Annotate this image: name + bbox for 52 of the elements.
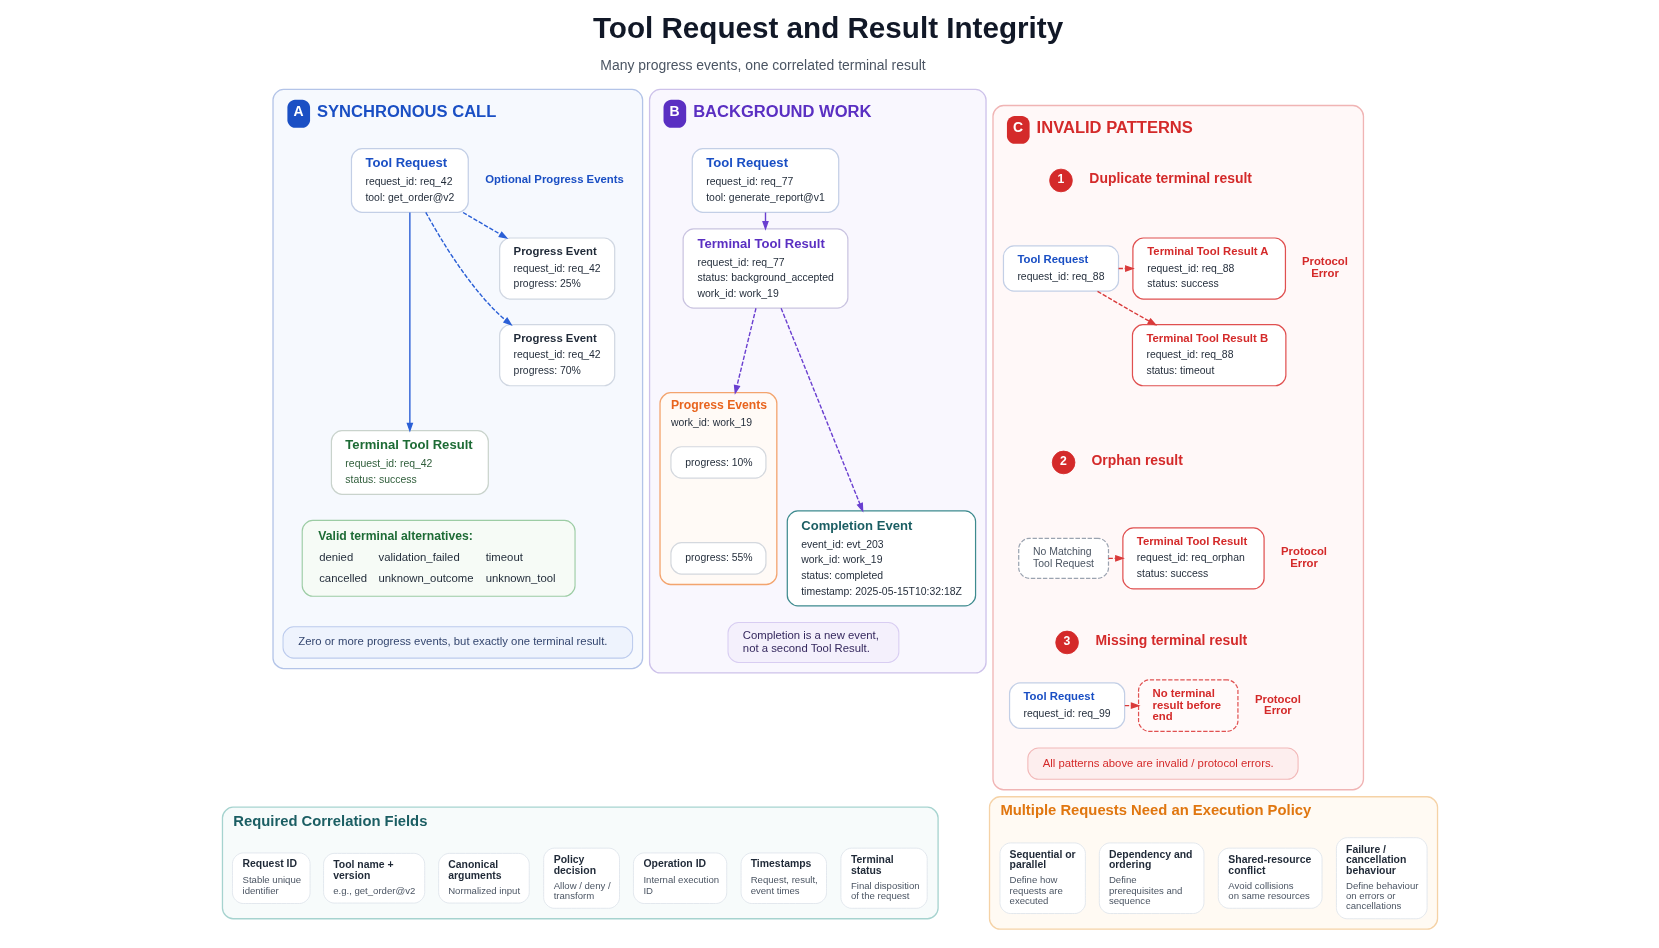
- node-box: Progress Event request_id: req_42 progress: 25%: [498, 237, 615, 300]
- node-box: Dependency and ordering Define prerequisites and sequence: [1098, 842, 1204, 914]
- node-box: Tool Request request_id: req_99: [1008, 682, 1125, 729]
- node-circle: 1: [1048, 168, 1073, 193]
- node-box: Tool Request request_id: req_88: [1002, 245, 1119, 292]
- label: Protocol Error: [1301, 255, 1348, 279]
- label: Protocol Error: [1254, 692, 1301, 716]
- node-label: Orphan result: [1091, 451, 1183, 468]
- node-label: Missing terminal result: [1094, 631, 1247, 648]
- label: Optional Progress Events: [484, 172, 624, 185]
- node-box: Tool Request request_id: req_42 tool: get_order@v2: [350, 148, 469, 213]
- node-box: Failure / cancellation behaviour Define behaviour on errors or cancellations: [1335, 837, 1427, 920]
- arrow: [1117, 265, 1135, 272]
- node-box: progress: 55%: [669, 542, 767, 575]
- node-box: Sequential or parallel Define how requests are executed: [999, 842, 1086, 914]
- node-box: Request ID Stable unique identifier: [231, 852, 310, 904]
- label: Many progress events, one correlated terminal result: [599, 57, 926, 74]
- node-box: All patterns above are invalid / protocol errors.: [1026, 747, 1299, 780]
- arrow: [733, 307, 757, 395]
- node-box: No Matching Tool Request: [1017, 537, 1109, 579]
- node-box: Tool Request request_id: req_77 tool: generate_report@v1: [691, 148, 839, 213]
- node-circle: 3: [1054, 630, 1079, 655]
- node-box: Canonical arguments Normalized input: [437, 852, 530, 904]
- node-box: Timestamps Request, result, event times: [740, 852, 827, 904]
- arrow: [1107, 554, 1125, 562]
- arrow: [1096, 290, 1157, 326]
- node-box: Progress Event request_id: req_42 progress: 70%: [498, 324, 615, 387]
- node-box: Policy decision Allow / deny / transform: [542, 847, 620, 909]
- node-box: Zero or more progress events, but exactly one terminal result.: [282, 626, 633, 659]
- node-box: Shared-resource conflict Avoid collisions on same resources: [1217, 847, 1322, 909]
- arrow: [405, 211, 413, 433]
- node-box: progress: 10%: [669, 446, 767, 479]
- arrow: [424, 211, 513, 326]
- node-box: No terminal result before end: [1137, 679, 1239, 732]
- node-label: Duplicate terminal result: [1088, 169, 1252, 186]
- node-box: Terminal Tool Result A request_id: req_88 status: success: [1131, 237, 1286, 300]
- node-circle: 2: [1051, 450, 1075, 475]
- node-box: Terminal Tool Result request_id: req_42 status: success: [330, 430, 489, 495]
- node-box: Terminal status Final disposition of the request: [839, 847, 928, 909]
- node-box: Terminal Tool Result request_id: req_orphan status: success: [1121, 527, 1265, 590]
- arrow: [779, 307, 863, 513]
- node-box: Valid terminal alternatives: denied validation_failed timeout cancelled unknown_outcome unknown_tool: [301, 519, 576, 597]
- node-box: Terminal Tool Result request_id: req_77 status: background_accepted work_id: work_19: [682, 228, 848, 309]
- node-box: Completion is a new event, not a second Tool Result.: [727, 621, 899, 663]
- node-box: Tool name + version e.g., get_order@v2: [322, 852, 425, 904]
- node-box: Completion Event event_id: evt_203 work_id: work_19 status: completed timestamp: 2025-05-15T10:32:18Z: [786, 510, 976, 607]
- diagram-title: Tool Request and Result Integrity: [592, 11, 1063, 45]
- arrow: [461, 211, 508, 240]
- arrow: [1123, 702, 1141, 710]
- label: Protocol Error: [1280, 545, 1327, 569]
- node-box: Operation ID Internal execution ID: [632, 852, 727, 904]
- node-box: Terminal Tool Result B request_id: req_88 status: timeout: [1131, 324, 1286, 387]
